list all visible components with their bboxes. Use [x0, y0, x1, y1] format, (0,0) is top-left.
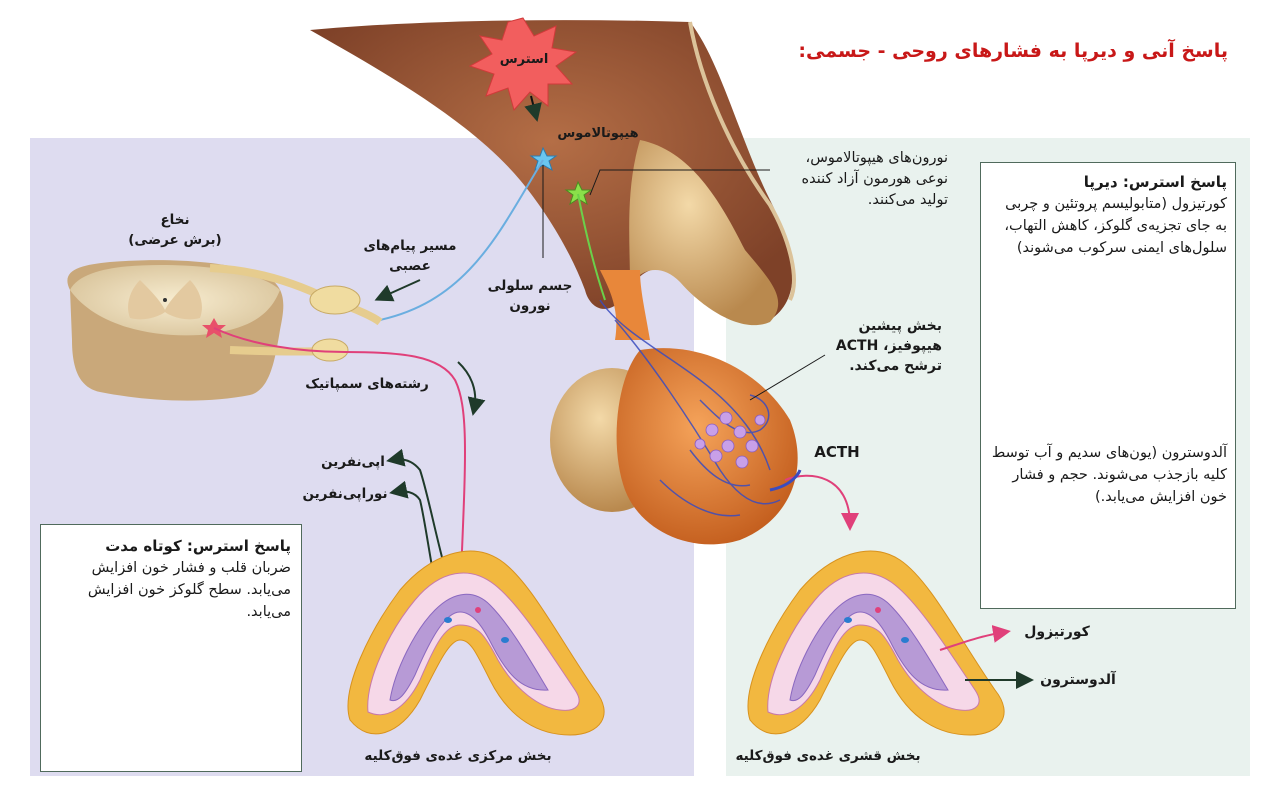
hypothalamus-label: هیپوتالاموس: [557, 126, 639, 141]
pituitary-gland: [550, 270, 798, 545]
anterior-pituitary-label: بخش پیشین هیپوفیز، ACTH ترشح می‌کند.: [835, 318, 942, 374]
adrenal-gland-cortex: [747, 550, 1005, 736]
cortisol-label: کورتیزول: [1024, 624, 1090, 640]
long-term-body: کورتیزول (متابولیسم پروتئین و چربی به جا…: [1004, 196, 1227, 256]
stress-label: استرس: [499, 52, 549, 67]
adrenal-medulla-label: بخش مرکزی غده‌ی فوق‌کلیه: [364, 748, 552, 764]
sympathetic-fibers-label: رشته‌های سمپاتیک: [305, 376, 429, 392]
aldosterone-box: آلدوسترون (یون‌های سدیم و آب توسط کلیه ب…: [980, 424, 1236, 609]
norepinephrine-label: نوراپی‌نفرین: [302, 486, 388, 502]
spinal-cord-label: نخاع (برش عرضی): [128, 212, 222, 248]
nerve-path-arrow: [374, 279, 421, 302]
aldosterone-label: آلدوسترون: [1040, 672, 1116, 688]
brain-section: [310, 20, 796, 326]
short-term-title: پاسخ استرس: کوتاه مدت: [105, 537, 291, 555]
cell-body-label: جسم سلولی نورون: [487, 278, 573, 314]
adrenal-cortex-label: بخش قشری غده‌ی فوق‌کلیه: [735, 748, 921, 764]
hypothalamic-neurons-label: نورون‌های هیپوتالاموس، نوعی هورمون آزاد …: [801, 150, 948, 208]
short-term-response-box: پاسخ استرس: کوتاه مدت ضربان قلب و فشار خ…: [40, 524, 302, 772]
aldosterone-body: آلدوسترون (یون‌های سدیم و آب توسط کلیه ب…: [991, 445, 1227, 505]
nerve-fiber-blue: [379, 159, 544, 321]
nerve-path-label: مسیر پیام‌های عصبی: [363, 238, 457, 274]
epinephrine-label: اپی‌نفرین: [321, 454, 385, 470]
short-term-body: ضربان قلب و فشار خون افزایش می‌یابد. سطح…: [87, 560, 291, 620]
acth-label: ACTH: [814, 443, 860, 461]
stress-arrow: [524, 95, 542, 122]
pituitary-pointer: [749, 354, 826, 401]
acth-arrow: [784, 474, 859, 531]
nerve-fiber-green: [577, 193, 606, 301]
diagram-title: پاسخ آنی و دیرپا به فشارهای روحی - جسمی:: [798, 40, 1228, 62]
neurons-pointer: [589, 169, 770, 196]
long-term-response-box: پاسخ استرس: دیرپا کورتیزول (متابولیسم پر…: [980, 162, 1236, 430]
nerve-ganglia: [209, 264, 383, 362]
sympathetic-arrow: [457, 361, 486, 416]
cortisol-arrow: [939, 625, 1011, 651]
sympathetic-fiber-pink: [213, 327, 466, 601]
stress-burst-icon: [468, 17, 578, 112]
spinal-cord-section: [67, 260, 284, 401]
pituitary-vessel: [769, 469, 802, 492]
adrenal-gland-medulla: [347, 550, 605, 736]
long-term-title: پاسخ استرس: دیرپا: [1083, 173, 1227, 191]
